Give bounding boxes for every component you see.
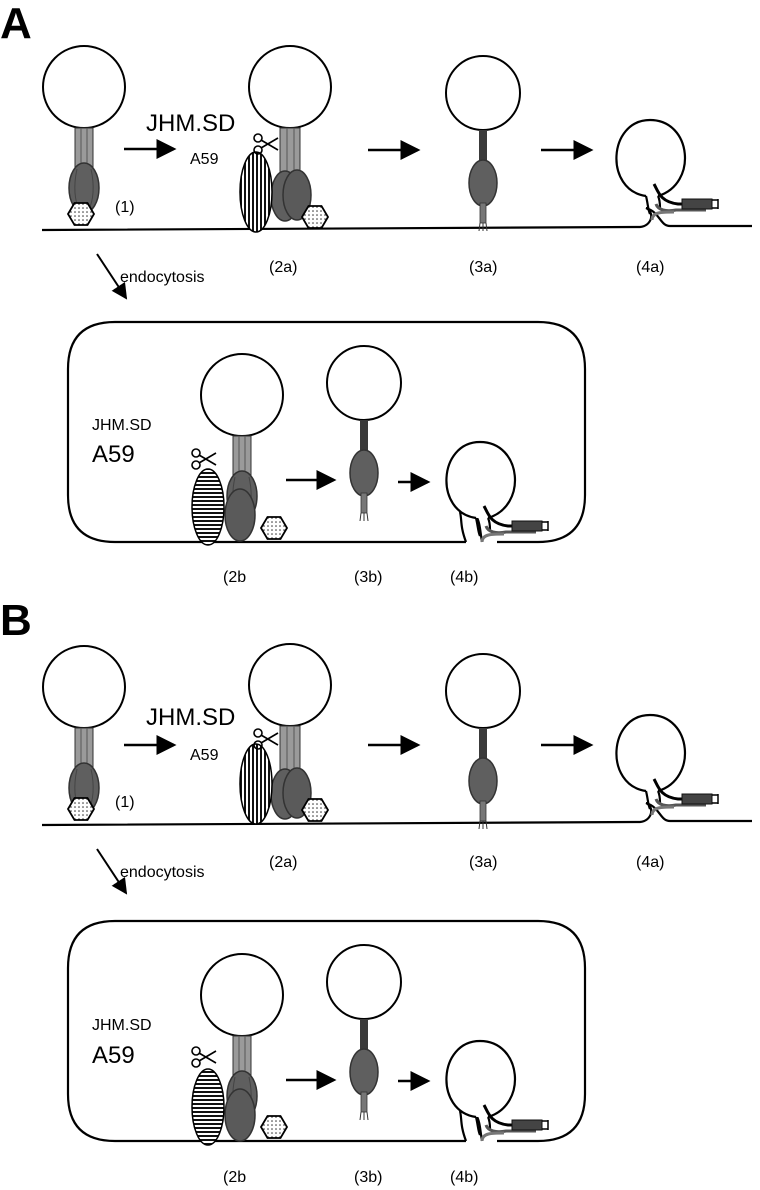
virion-step-3a <box>445 55 521 232</box>
endosome-membrane <box>66 919 587 1143</box>
step-label: (2a) <box>269 259 297 276</box>
scissors-icon <box>191 448 217 470</box>
endocytosis-arrow <box>96 253 128 300</box>
virion-step-1 <box>42 45 126 226</box>
step-label: (4b) <box>450 569 478 586</box>
step-label: (2a) <box>269 854 297 871</box>
protease-striped <box>239 151 273 233</box>
endocytosis-arrow <box>96 848 128 895</box>
virion-step-1 <box>42 645 126 821</box>
plasma-membrane <box>41 801 752 827</box>
virion-step-2a <box>239 643 332 825</box>
endocytosis-label: endocytosis <box>120 269 205 286</box>
virion-step-4a <box>614 118 720 222</box>
virion-step-2b <box>191 353 288 546</box>
protease-striped <box>191 468 225 546</box>
step-label: (2b <box>223 1169 246 1186</box>
virion-step-4a <box>614 713 720 817</box>
endosome-membrane <box>66 320 587 544</box>
virion-step-3b <box>326 345 402 522</box>
strain-label-large: A59 <box>92 441 135 468</box>
panel-b: B (1) JHM.SD A59 (2a) (3a) (4a) endocyto… <box>0 596 752 1186</box>
step-label: (4a) <box>636 854 664 871</box>
strain-label-small: A59 <box>190 747 219 764</box>
strain-label-large: A59 <box>92 1042 135 1069</box>
strain-label-small: JHM.SD <box>92 417 152 434</box>
step-label: (4a) <box>636 259 664 276</box>
step-label: (3a) <box>469 854 497 871</box>
panel-a: A (1) JHM.SD A59 (2a) (3a) (4a) endoc <box>0 0 752 586</box>
protease-striped <box>191 1068 225 1146</box>
panel-letter: A <box>0 0 32 48</box>
protease-striped <box>239 743 273 825</box>
virion-step-2b <box>191 953 288 1146</box>
virion-step-3b <box>326 944 402 1121</box>
virion-step-3a <box>445 653 521 830</box>
strain-label-large: JHM.SD <box>146 704 235 731</box>
step-label: (3b) <box>354 569 382 586</box>
step-label: (3b) <box>354 1169 382 1186</box>
step-label: (4b) <box>450 1169 478 1186</box>
step-label: (2b <box>223 569 246 586</box>
endocytosis-label: endocytosis <box>120 864 205 881</box>
virion-step-2a <box>239 45 332 233</box>
strain-label-large: JHM.SD <box>146 110 235 137</box>
strain-label-small: JHM.SD <box>92 1017 152 1034</box>
step-label: (1) <box>115 794 135 811</box>
panel-letter: B <box>0 596 32 645</box>
scissors-icon <box>191 1046 217 1068</box>
scissors-icon <box>253 133 279 155</box>
step-label: (1) <box>115 199 135 216</box>
step-label: (3a) <box>469 259 497 276</box>
plasma-membrane <box>41 206 752 232</box>
strain-label-small: A59 <box>190 151 219 168</box>
